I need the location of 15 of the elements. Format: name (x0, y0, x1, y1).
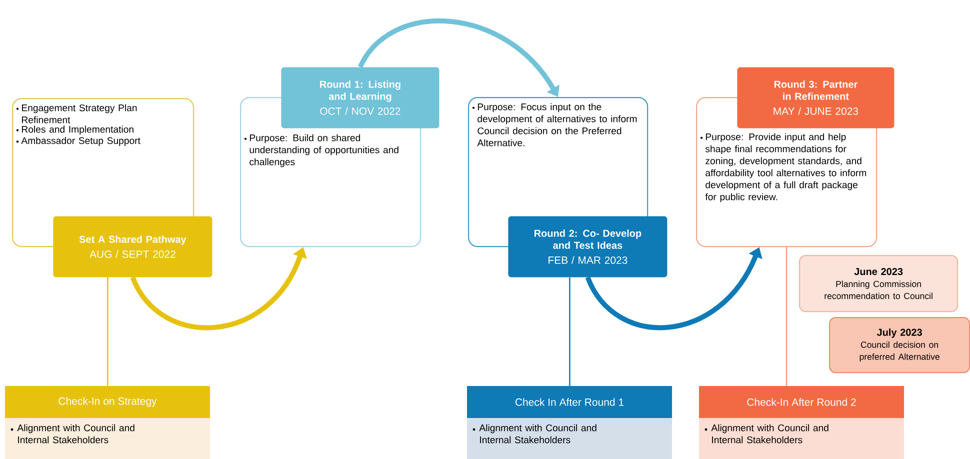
connector-line (569, 277, 570, 386)
phase-header: Set A Shared Pathway AUG / SEPT 2022 (53, 216, 212, 278)
milestone-box: June 2023 Planning Commission recommendation to Council (799, 255, 958, 312)
check-in-card: Check In After Round 1 Alignment with Council and Internal Stakeholders (467, 386, 672, 459)
node-label: Check-In After Round 2 (747, 398, 856, 406)
phase-header: Round 3: Partner in Refinement MAY / JUNE 2023 (737, 67, 894, 128)
connector-line (107, 277, 108, 386)
check-in-card: Check-In on Strategy Alignment with Council and Internal Stakeholders (5, 386, 210, 459)
node-label: Check-In on Strategy (58, 397, 157, 407)
connector-line (786, 247, 788, 386)
milestone-box: July 2023 Council decision on preferred Alternative (829, 317, 970, 374)
check-in-card: Check-In After Round 2 Alignment with Council and Internal Stakeholders (699, 386, 904, 459)
node-label: Check In After Round 1 (515, 398, 624, 406)
phase-header: Round 2: Co- Develop and Test Ideas FEB / MAR 2023 (508, 216, 668, 278)
phase-header: Round 1: Listing and Learning OCT / NOV 2022 (281, 67, 440, 128)
